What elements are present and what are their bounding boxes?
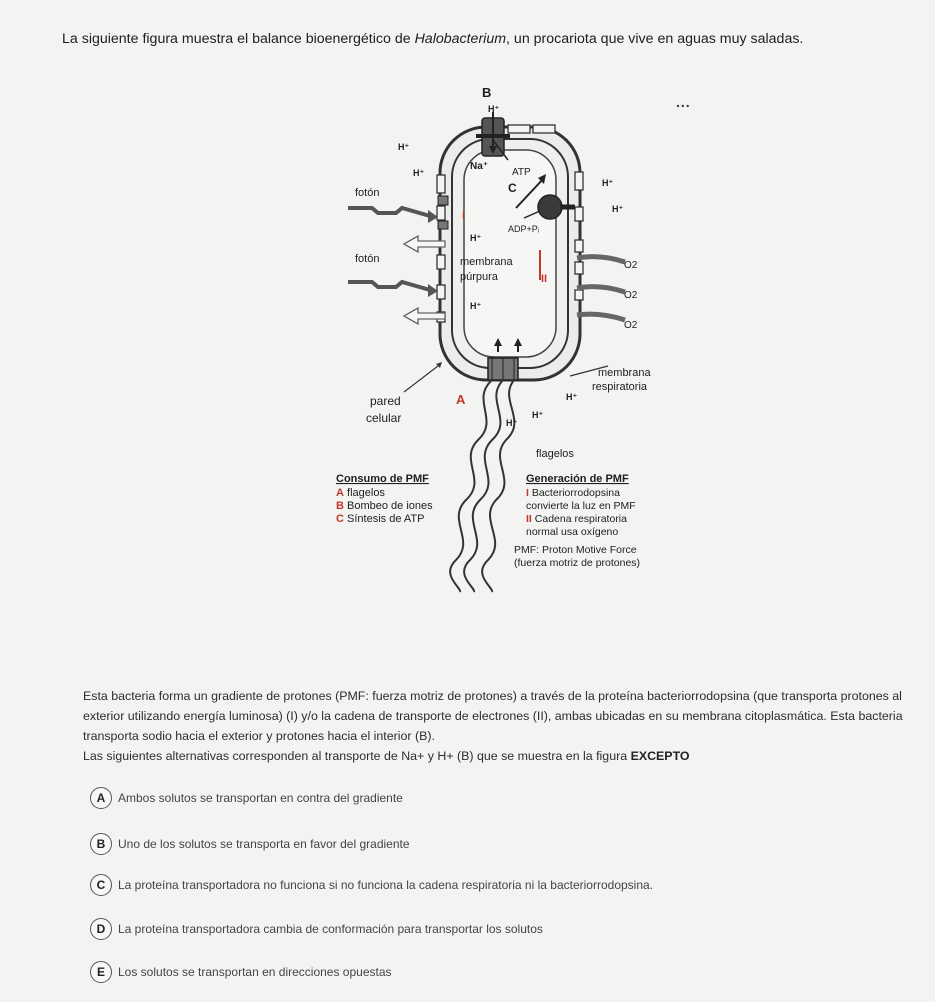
photon-1	[348, 205, 431, 218]
bacteriorhodopsin	[437, 195, 449, 206]
option-text: La proteína transportadora no funciona s…	[118, 878, 654, 892]
option-e[interactable]: E Los solutos se transportan en direccio…	[90, 960, 392, 984]
label-pared-2: celular	[366, 411, 401, 425]
label-A: A	[456, 392, 466, 407]
option-text: Uno de los solutos se transporta en favo…	[118, 837, 410, 851]
legend-generacion-line: II Cadena respiratoria	[526, 513, 627, 525]
option-letter[interactable]: A	[90, 787, 112, 809]
pointer-pared	[403, 365, 439, 393]
legend-generacion-title: Generación de PMF	[526, 473, 629, 485]
question-intro: La siguiente figura muestra el balance b…	[62, 30, 922, 49]
option-letter[interactable]: B	[90, 833, 112, 855]
legend-consumo-item: B Bombeo de iones	[336, 500, 433, 512]
pointer-membrana-resp	[569, 365, 609, 377]
question-prompt: Las siguientes alternativas corresponden…	[83, 749, 690, 763]
atp-arrow	[515, 177, 545, 209]
question-body: Esta bacteria forma un gradiente de prot…	[83, 686, 913, 766]
respiratory-chain	[576, 254, 626, 265]
legend-pmf-line: (fuerza motriz de protones)	[514, 557, 640, 569]
option-letter[interactable]: C	[90, 874, 112, 896]
option-a[interactable]: A Ambos solutos se transportan en contra…	[90, 786, 403, 810]
label-na: Na⁺	[470, 161, 488, 172]
option-c[interactable]: C La proteína transportadora no funciona…	[90, 873, 653, 897]
intro-prefix: La siguiente figura muestra el balance b…	[62, 31, 415, 47]
label-hplus-7: H⁺	[566, 392, 577, 402]
label-o2-2: O2	[624, 290, 638, 301]
question-paragraph: Esta bacteria forma un gradiente de prot…	[83, 689, 903, 743]
cytoplasm	[463, 149, 557, 358]
label-membrana-purpura-2: púrpura	[460, 271, 499, 283]
label-atp: ATP	[512, 167, 531, 178]
option-text: Los solutos se transportan en direccione…	[118, 965, 392, 979]
label-C: C	[508, 181, 517, 195]
label-I: I	[462, 210, 465, 222]
label-o2-1: O2	[624, 260, 638, 271]
label-hplus-4: H⁺	[612, 204, 623, 214]
label-foton-1: fotón	[355, 187, 379, 199]
legend-consumo-item: A flagelos	[336, 487, 385, 499]
label-pared-1: pared	[370, 394, 401, 408]
proton-out-arrow-1	[402, 234, 446, 254]
label-B: B	[482, 85, 491, 100]
option-letter[interactable]: D	[90, 918, 112, 940]
label-foton-2: fotón	[355, 253, 379, 265]
proton-out-arrow-2	[402, 306, 446, 326]
photon-2	[348, 279, 431, 292]
label-o2-3: O2	[624, 320, 638, 331]
label-hplus-5: H⁺	[470, 233, 481, 243]
label-adp: ADP+Pᵢ	[508, 224, 539, 234]
prompt-prefix: Las siguientes alternativas corresponden…	[83, 749, 631, 763]
intro-suffix: , un procariota que vive en aguas muy sa…	[506, 31, 804, 47]
label-II: II	[541, 273, 547, 285]
label-membrana-purpura-1: membrana	[460, 256, 513, 268]
organism-name: Halobacterium	[414, 31, 507, 47]
label-hplus-top: H⁺	[488, 104, 499, 114]
label-hplus-2: H⁺	[413, 168, 424, 178]
flagellum-2	[463, 379, 504, 593]
option-d[interactable]: D La proteína transportadora cambia de c…	[90, 917, 543, 941]
flagellum-3	[481, 379, 516, 593]
label-hplus-6: H⁺	[470, 301, 481, 311]
label-hplus-3: H⁺	[602, 178, 613, 188]
figure-ellipsis: ...	[676, 94, 691, 110]
label-membrana-resp-2: respiratoria	[592, 381, 648, 393]
option-letter[interactable]: E	[90, 961, 112, 983]
label-hplus-1: H⁺	[398, 142, 409, 152]
legend-generacion-line: I Bacteriorrodopsina	[526, 487, 620, 499]
label-hplus-9: H⁺	[506, 418, 517, 428]
atp-synthase	[537, 194, 563, 220]
legend-consumo: Consumo de PMF A flagelos B Bombeo de io…	[336, 473, 433, 525]
halobacterium-diagram: B H⁺ H⁺ H⁺ Na⁺ ATP C H⁺ H⁺ fotón I ADP+P…	[330, 75, 710, 600]
legend-consumo-title: Consumo de PMF	[336, 473, 429, 485]
prompt-emphasis: EXCEPTO	[630, 749, 690, 763]
label-flagelos: flagelos	[536, 448, 574, 460]
legend-generacion-line: convierte la luz en PMF	[526, 500, 636, 512]
option-text: La proteína transportadora cambia de con…	[118, 922, 543, 936]
label-membrana-resp-1: membrana	[598, 367, 651, 379]
legend-pmf-line: PMF: Proton Motive Force	[514, 544, 637, 556]
flagellum-1	[449, 379, 493, 593]
legend-consumo-item: C Síntesis de ATP	[336, 513, 424, 525]
label-hplus-8: H⁺	[532, 410, 543, 420]
option-b[interactable]: B Uno de los solutos se transporta en fa…	[90, 832, 410, 856]
legend-generacion: Generación de PMF I Bacteriorrodopsina c…	[514, 473, 640, 569]
legend-generacion-line: normal usa oxígeno	[526, 526, 618, 538]
option-text: Ambos solutos se transportan en contra d…	[118, 791, 403, 805]
